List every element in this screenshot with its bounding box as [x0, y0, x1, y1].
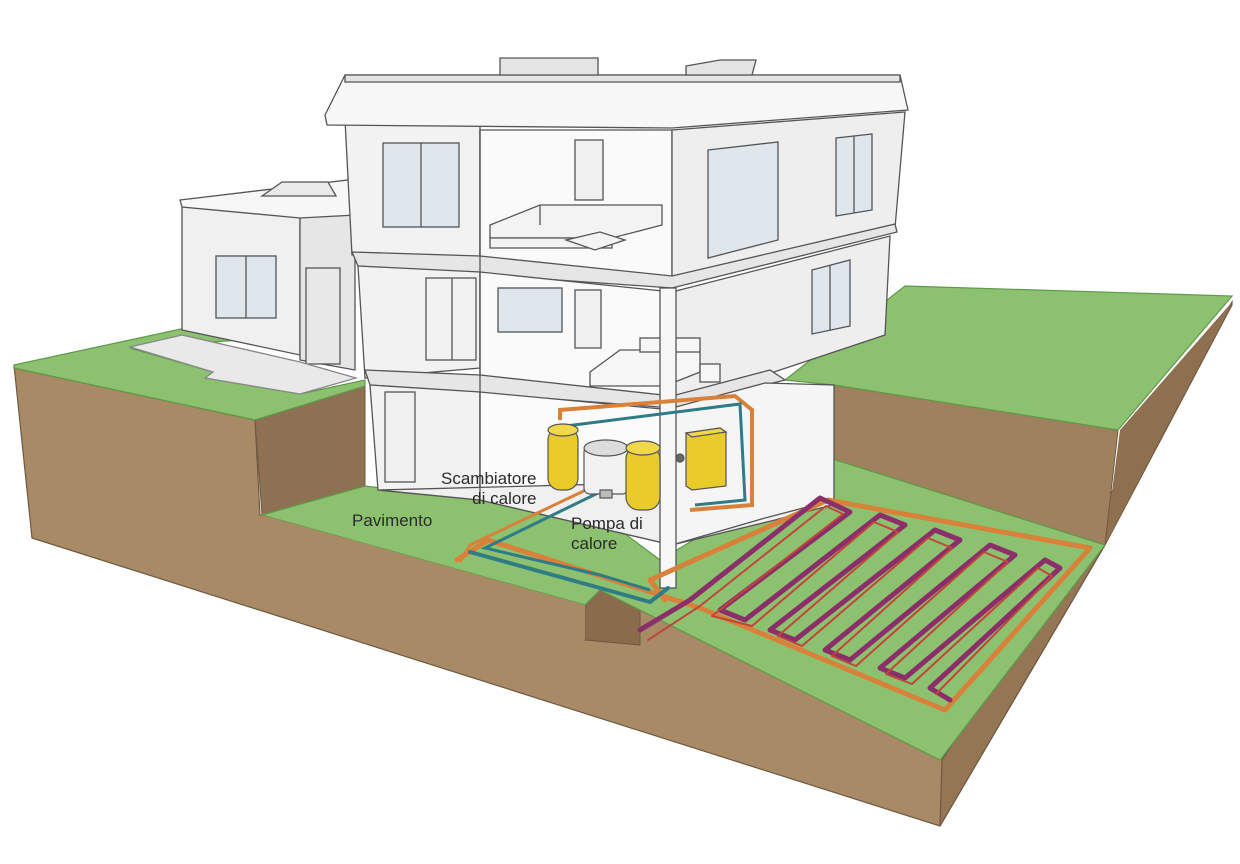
- serpentine-coil-purple: [637, 495, 1063, 703]
- control-box-icon: [684, 427, 728, 491]
- storage-tank-icon: [625, 440, 661, 511]
- top-right-window-large: [707, 141, 779, 259]
- basement-door: [384, 391, 416, 483]
- outer-loop-teal: [468, 550, 670, 604]
- heat-pump-label: Pompa di calore: [571, 514, 643, 554]
- top-door: [574, 139, 604, 201]
- basement-equipment: [458, 393, 754, 592]
- support-column: [659, 287, 677, 589]
- middle-window-right: [811, 259, 851, 335]
- middle-door: [574, 289, 602, 349]
- riser-orange: [558, 393, 754, 512]
- link-pipe-teal: [480, 490, 651, 592]
- heat-pump-label-line1: Pompa di: [571, 514, 643, 533]
- heat-exchanger-label-line1: Scambiatore: [441, 469, 537, 488]
- shower-icon: [425, 277, 477, 361]
- heat-exchanger-label-line2: di calore: [472, 489, 537, 508]
- sofa-icon: [489, 204, 663, 251]
- heat-pump-label-line2: calore: [571, 534, 618, 553]
- floor-label: Pavimento: [352, 511, 433, 530]
- annex-skylight: [259, 181, 338, 197]
- middle-window-left: [497, 287, 563, 333]
- serpentine-coil-red: [647, 505, 1053, 695]
- heat-pump-unit-icon: [583, 439, 629, 499]
- annex-door: [305, 267, 341, 365]
- heat-exchanger-label: Scambiatore di calore: [441, 469, 536, 509]
- ground-loop-pipes: [454, 495, 1093, 713]
- roof-skylight-left: [499, 57, 599, 76]
- middle-floor-front: [357, 265, 481, 379]
- storage-tank-icon: [547, 423, 579, 491]
- roof-parapet: [344, 74, 901, 83]
- soil-right-face-lower: [940, 302, 1232, 826]
- outer-loop-orange: [454, 497, 1093, 713]
- house: [127, 57, 909, 589]
- trench-front-lip: [260, 515, 585, 640]
- front-path: [127, 334, 359, 395]
- riser-teal: [565, 402, 747, 507]
- roof-skylight-right: [685, 59, 757, 76]
- link-pipe-orange: [458, 486, 591, 563]
